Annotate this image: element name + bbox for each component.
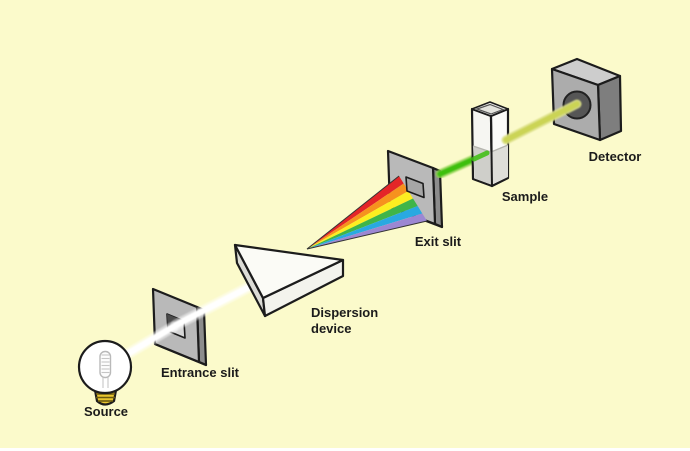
beam-sample-to-detector — [503, 101, 580, 143]
exit-slit-label: Exit slit — [415, 234, 462, 249]
liquid-surface-line — [490, 144, 509, 153]
exit-slit-hole — [405, 176, 425, 199]
white-beam — [118, 280, 257, 362]
beam-inside-sample — [471, 150, 490, 162]
detector-label: Detector — [589, 149, 642, 164]
rainbow-bottom-edge — [306, 220, 428, 250]
rainbow-band-blue — [307, 206, 423, 249]
rainbow-top-edge — [306, 175, 400, 250]
bottom-margin — [0, 448, 690, 451]
source-bulb — [77, 339, 133, 406]
dispersion-prism — [233, 243, 345, 318]
rainbow-band-orange — [307, 183, 409, 249]
entrance-slit-label: Entrance slit — [161, 365, 240, 380]
detector-right-face — [596, 74, 623, 142]
sample-label: Sample — [502, 189, 548, 204]
cuvette-front-edge — [490, 115, 493, 187]
dispersion-device-label-line2: device — [311, 321, 351, 336]
beam-source-to-slit — [120, 323, 177, 360]
rainbow-band-yellow — [307, 191, 413, 249]
rainbow-band-violet — [307, 213, 427, 249]
sample-cuvette — [470, 101, 510, 188]
yellow-beam — [501, 99, 582, 145]
beam-slit-to-prism — [172, 282, 255, 329]
source-label: Source — [84, 404, 128, 419]
rainbow-band-green — [307, 198, 418, 249]
detector-box — [550, 57, 623, 142]
dispersion-device-label-line1: Dispersion — [311, 305, 378, 320]
cuvette-opening — [475, 103, 505, 115]
rainbow-spectrum — [306, 175, 428, 250]
bulb-filament-coils — [101, 354, 110, 374]
cuvette-liquid-right — [491, 145, 508, 185]
rainbow-band-red — [307, 176, 404, 249]
prism-top-face — [233, 243, 345, 300]
